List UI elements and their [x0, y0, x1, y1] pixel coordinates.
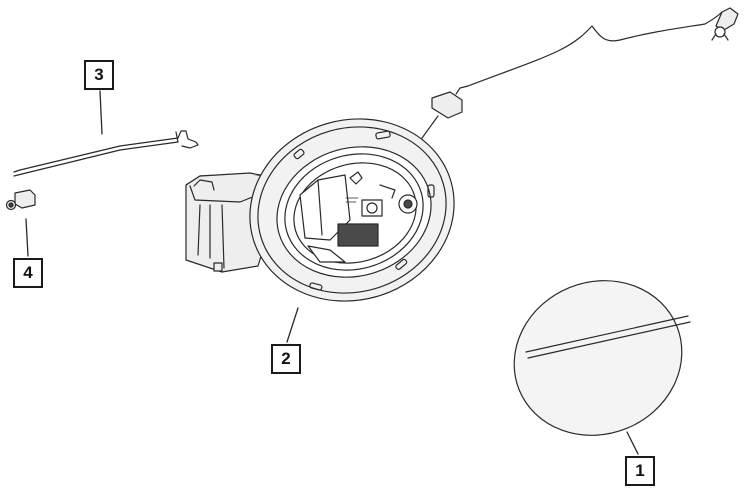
leader-lines: [25, 90, 639, 455]
fuel-door-bezel: [249, 118, 455, 302]
fuel-door-cover: [513, 280, 691, 436]
release-rod-part: [13, 130, 199, 177]
tether-cable: [421, 7, 739, 139]
callout-label-4: 4: [13, 258, 43, 288]
callout-label-2: 2: [271, 344, 301, 374]
clip-part: [5, 189, 36, 211]
callout-label-3: 3: [84, 60, 114, 90]
callout-label-1: 1: [625, 456, 655, 486]
fuel-pocket-interior: [299, 171, 418, 263]
